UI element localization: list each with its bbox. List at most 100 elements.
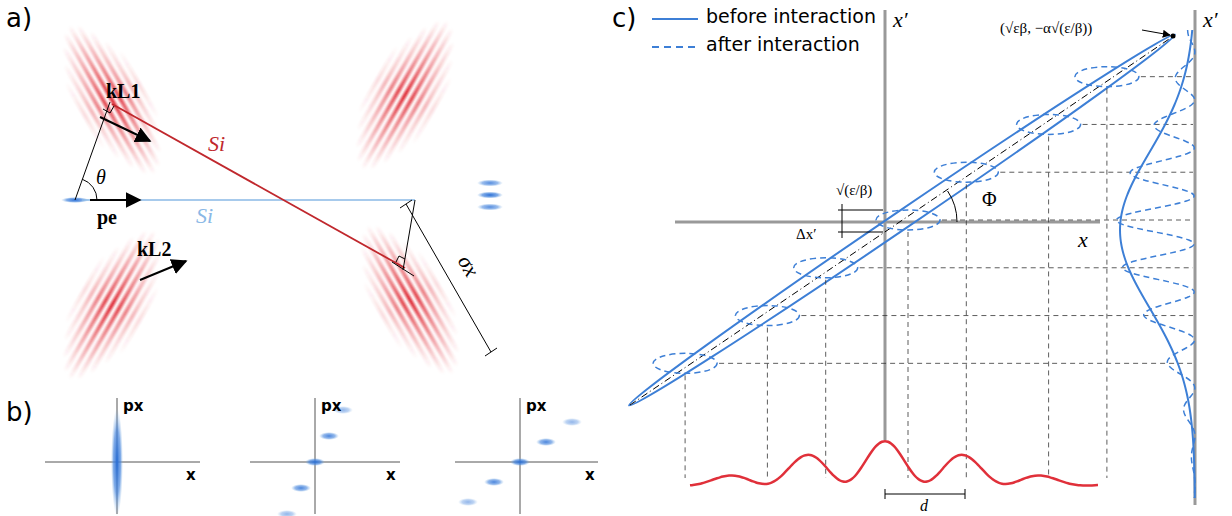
phase-space-slice — [484, 478, 504, 486]
line — [685, 375, 686, 478]
pulse-fringe — [118, 286, 160, 354]
line — [403, 200, 415, 270]
line — [825, 280, 826, 478]
arrow-line — [1142, 30, 1170, 35]
pulse-fringe — [63, 64, 121, 160]
angle-label: Φ — [982, 188, 997, 210]
line — [838, 232, 883, 233]
line — [630, 35, 1175, 405]
line — [719, 363, 1193, 364]
line — [406, 204, 491, 352]
phase-space-slice — [536, 438, 556, 446]
profile-before — [1120, 30, 1195, 498]
phase-space-slice — [277, 510, 297, 516]
slice-ellipse — [794, 258, 858, 278]
wave-vector: kL2 — [137, 238, 171, 260]
path-label: Si — [208, 132, 225, 156]
axis-label: x′ — [1203, 8, 1218, 32]
phase-space-blob — [111, 408, 123, 516]
pulse-fringe — [62, 47, 135, 170]
legend-sample — [652, 46, 698, 48]
panel-c — [624, 10, 1195, 505]
pulse-fringe — [382, 42, 455, 165]
dimension-label: σx — [452, 251, 483, 281]
phase-space-slice — [458, 498, 478, 506]
pulse-fringe — [370, 28, 454, 170]
dimension-label: d — [920, 497, 928, 515]
line — [884, 10, 887, 440]
legend-sample — [652, 18, 698, 20]
line — [965, 489, 966, 499]
wave-vector: kL1 — [106, 80, 140, 102]
line — [1048, 136, 1049, 478]
line — [75, 102, 110, 200]
phase-space-slice — [510, 458, 530, 466]
axis-label: px — [123, 398, 143, 415]
pulse-fringe — [361, 233, 445, 375]
line — [675, 221, 1100, 224]
slice-ellipse — [653, 353, 717, 373]
line — [885, 489, 886, 499]
legend — [652, 19, 698, 47]
axis-label: x′ — [893, 8, 908, 32]
profile-after — [1116, 30, 1194, 498]
momentum-label: pe — [97, 206, 117, 228]
line — [801, 315, 1193, 316]
laser-pulse — [334, 5, 476, 185]
line — [82, 199, 415, 201]
phase-space-slice — [291, 484, 311, 492]
line — [315, 398, 316, 514]
arrow-line — [140, 261, 186, 280]
axis-label: x — [386, 467, 396, 484]
coordinate-label: (√εβ, −α√(ε/β)) — [1000, 20, 1092, 37]
legend-text: before interaction — [706, 6, 876, 27]
laser-pulse — [41, 10, 183, 190]
line — [1000, 172, 1193, 173]
line — [908, 232, 909, 478]
line — [942, 220, 1193, 221]
laser-pulse — [339, 210, 481, 390]
pulse-fringe — [411, 76, 453, 144]
axis-label: x — [186, 467, 196, 484]
interference-fringe — [477, 204, 503, 211]
angle-arc — [82, 179, 97, 200]
axis-label: px — [321, 398, 341, 415]
legend-text: after interaction — [706, 34, 860, 55]
line — [485, 348, 497, 356]
pulse-fringe — [68, 25, 156, 174]
panel-a — [41, 5, 503, 395]
pulse-fringe — [396, 59, 454, 155]
panel-letter: b) — [6, 398, 33, 427]
slice-ellipse — [735, 306, 799, 326]
line — [860, 267, 1193, 268]
interference-fringe — [477, 180, 503, 187]
line — [112, 104, 405, 268]
axis-label: x — [1078, 228, 1088, 252]
slice-ellipse — [1075, 67, 1139, 87]
pulse-fringe — [362, 281, 404, 349]
pulse-fringe — [89, 252, 162, 375]
line — [842, 204, 843, 238]
line — [1106, 89, 1107, 478]
line — [885, 494, 965, 495]
pulse-fringe — [103, 269, 161, 365]
line — [400, 200, 412, 208]
path-label: Si — [196, 204, 213, 228]
panel-letter: a) — [6, 4, 32, 33]
line — [1083, 124, 1193, 125]
axis-label: px — [526, 398, 546, 415]
laser-pulse — [41, 215, 183, 395]
arrow-line — [90, 199, 140, 201]
math-label: Δx′ — [796, 226, 816, 243]
slice-ellipse — [876, 210, 940, 230]
phase-space-slice — [305, 458, 325, 466]
phase-space-slice — [319, 432, 339, 440]
pulse-fringe — [361, 264, 419, 360]
laser-intensity — [690, 441, 1098, 485]
axis-label: x — [585, 467, 595, 484]
line — [767, 328, 768, 478]
interference-fringe — [477, 192, 503, 199]
pulse-fringe — [64, 81, 106, 149]
